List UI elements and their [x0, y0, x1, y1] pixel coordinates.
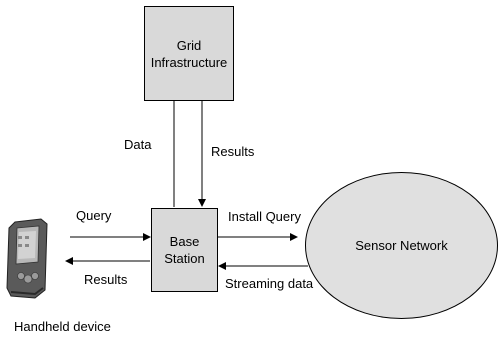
grid-line2: Infrastructure — [150, 54, 228, 70]
label-install-query: Install Query — [228, 209, 301, 224]
label-results-device: Results — [84, 272, 128, 287]
handheld-device-icon — [6, 218, 48, 299]
base-line2: Station — [164, 251, 205, 266]
label-data: Data — [124, 137, 152, 152]
label-streaming-data: Streaming data — [225, 276, 314, 291]
sensor-network-label: Sensor Network — [355, 238, 448, 253]
grid-line1: Grid — [176, 37, 202, 53]
label-results-grid: Results — [211, 144, 255, 159]
grid-infrastructure-node: Grid Infrastructure — [144, 6, 234, 101]
sensor-network-node: Sensor Network — [305, 172, 498, 319]
label-query: Query — [76, 208, 112, 223]
base-station-node: Base Station — [151, 208, 218, 292]
handheld-device-label: Handheld device — [14, 319, 111, 334]
base-line1: Base — [169, 234, 200, 249]
